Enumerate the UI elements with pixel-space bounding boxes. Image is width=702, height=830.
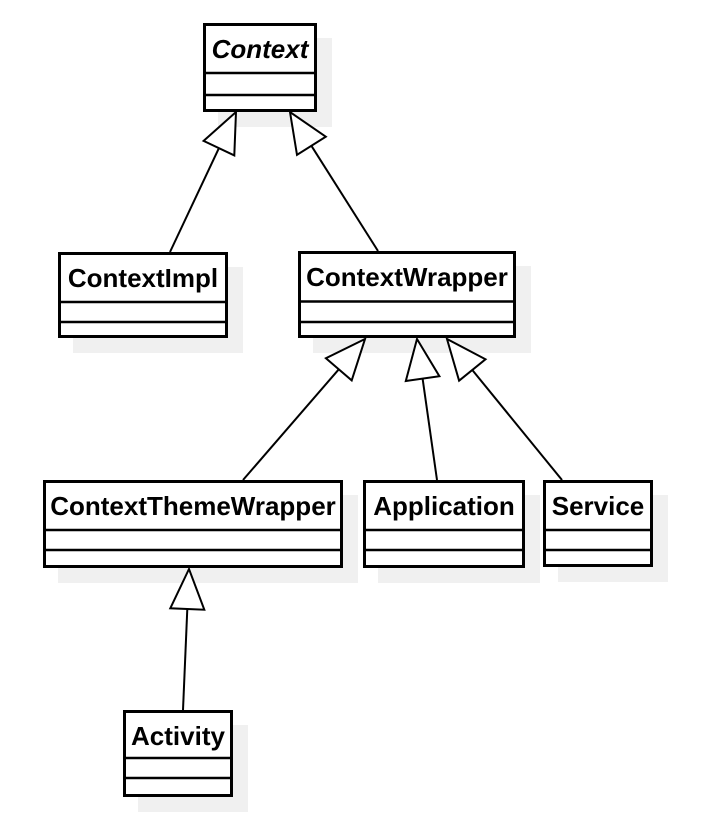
class-box-contextimpl: ContextImpl bbox=[58, 252, 228, 338]
edge-line bbox=[169, 147, 220, 253]
edge-activity-to-contextthemewrapper bbox=[168, 566, 206, 711]
class-box-activity: Activity bbox=[123, 710, 233, 797]
edge-contextthemewrapper-to-contextwrapper bbox=[242, 337, 367, 481]
class-box-application: Application bbox=[363, 480, 525, 568]
class-name-activity: Activity bbox=[131, 721, 225, 751]
hollow-triangle-arrowhead bbox=[324, 337, 367, 383]
class-name-contextthemewrapper: ContextThemeWrapper bbox=[50, 491, 336, 521]
class-name-application: Application bbox=[373, 491, 515, 521]
edge-contextwrapper-to-context bbox=[288, 109, 379, 252]
hollow-triangle-arrowhead bbox=[404, 336, 442, 383]
edge-line bbox=[242, 368, 340, 481]
edge-line bbox=[310, 145, 379, 252]
class-shadows bbox=[58, 38, 668, 812]
class-name-contextwrapper: ContextWrapper bbox=[306, 262, 508, 292]
hollow-triangle-arrowhead bbox=[288, 109, 328, 157]
generalization-edges bbox=[168, 109, 563, 711]
edge-service-to-contextwrapper bbox=[445, 337, 563, 481]
edge-line bbox=[421, 378, 438, 481]
class-rect bbox=[123, 710, 233, 797]
class-nodes: Context ContextImpl ContextWrapper Conte… bbox=[43, 23, 653, 797]
class-rect bbox=[43, 480, 343, 568]
edge-line bbox=[182, 608, 189, 711]
hollow-triangle-arrowhead bbox=[168, 566, 206, 611]
class-box-contextthemewrapper: ContextThemeWrapper bbox=[43, 480, 343, 568]
class-box-context: Context bbox=[203, 23, 317, 112]
class-name-context: Context bbox=[212, 34, 310, 64]
edge-contextimpl-to-context bbox=[169, 109, 238, 253]
class-name-service: Service bbox=[552, 491, 645, 521]
class-box-contextwrapper: ContextWrapper bbox=[298, 251, 516, 338]
hollow-triangle-arrowhead bbox=[201, 109, 238, 157]
edge-line bbox=[471, 369, 563, 481]
class-rect bbox=[363, 480, 525, 568]
edge-application-to-contextwrapper bbox=[404, 336, 442, 481]
class-rect bbox=[543, 480, 653, 567]
class-box-service: Service bbox=[543, 480, 653, 567]
hollow-triangle-arrowhead bbox=[445, 337, 488, 383]
class-name-contextimpl: ContextImpl bbox=[68, 263, 218, 293]
